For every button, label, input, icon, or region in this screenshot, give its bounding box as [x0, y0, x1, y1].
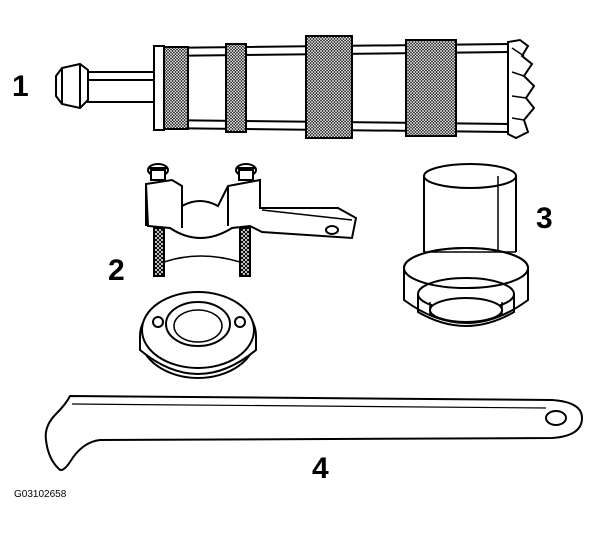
ring-hole-left	[152, 316, 164, 328]
tool-3-sleeve	[403, 163, 529, 327]
threaded-stud-right	[239, 227, 251, 277]
label-tool-3: 3	[536, 202, 553, 235]
tool-2-bracket	[144, 163, 358, 277]
threaded-shaft	[87, 71, 157, 103]
label-tool-4: 4	[312, 452, 329, 485]
bolt-head-left	[147, 163, 169, 181]
cutter-teeth	[507, 38, 536, 140]
tool-4-hook-wrench	[44, 394, 584, 471]
left-collar	[153, 45, 165, 131]
tool-1-puller	[55, 35, 536, 140]
bracket-top	[144, 178, 358, 240]
knurl-band-2	[225, 43, 247, 133]
hex-nut	[55, 62, 89, 110]
knurl-band-4	[405, 39, 457, 137]
knurl-band-3	[305, 35, 353, 139]
threaded-stud-left	[153, 227, 165, 277]
knurl-band-1	[161, 46, 189, 130]
tool-2-washer-ring	[139, 291, 257, 379]
label-tool-1: 1	[12, 70, 29, 103]
sleeve-bore	[429, 297, 503, 323]
wrench-eye-hole	[545, 410, 567, 426]
label-tool-2: 2	[108, 254, 125, 287]
ring-hole-right	[234, 316, 246, 328]
bracket-hole	[325, 225, 339, 235]
figure-code: G03102658	[14, 489, 67, 500]
bolt-head-right	[235, 163, 257, 181]
